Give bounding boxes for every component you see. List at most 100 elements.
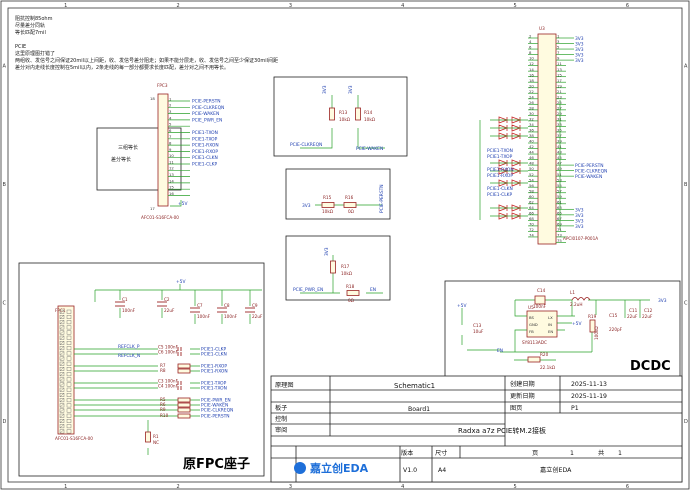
u3-pin-number: 18	[529, 78, 534, 83]
u3-pin-number: 73	[557, 233, 562, 238]
u5-part: SY8113ADC	[522, 340, 547, 345]
u3-net-label: 3V3	[575, 36, 584, 42]
fpc3-pin-number: 3	[169, 109, 172, 114]
power-net-label: 3V3	[322, 85, 328, 94]
series-resistor-ref: R10	[160, 413, 169, 418]
fpc1-pin-pad	[66, 387, 72, 392]
u3-pin-number: 13	[557, 67, 562, 72]
net-label: PCIE-CLKREQN	[290, 142, 322, 148]
dcdc-block: DCDC U5 SY8113ADC BS GND FB LX IN EN C14…	[444, 280, 681, 378]
board-name: Board1	[408, 406, 430, 413]
fpc1-pin-pad	[66, 419, 72, 423]
fpc1-net-label: PCIE1-RXOP	[201, 364, 227, 370]
fpc1-net-label: PCIE-PWR_EN	[201, 398, 231, 404]
fpc1-pin-hatch	[59, 351, 65, 356]
fpc3-net-label: PCIE1-RXON	[192, 143, 219, 149]
series-resistor-ref: R6	[160, 402, 166, 407]
fpc1-net-label: PCIE-PERSTN	[201, 414, 230, 420]
fpc1-pin-pad	[59, 419, 65, 423]
fpc1-net-label: PCIE1-CLKP	[201, 347, 227, 353]
fpc3-pin-number: 2	[169, 103, 172, 108]
u3-pin-number: 20	[529, 83, 534, 88]
u3-pin-number: 48	[529, 161, 534, 166]
l1-value: 2.2uH	[570, 302, 582, 307]
net-label: PCIE-WAKEN	[356, 146, 383, 152]
fpc1-pin-pad	[59, 361, 65, 366]
zone-column-label: 4	[401, 484, 404, 490]
fpc3-pin-number: 13	[169, 172, 174, 177]
fpc1-pin-pad	[59, 320, 65, 325]
fpc3-pin-number: 8	[169, 141, 172, 146]
fpc3-pin-number: 11	[169, 159, 174, 164]
fpc1-pin-hatch	[59, 377, 65, 382]
r19-value: 100kΩ	[594, 326, 599, 340]
fpc1-ref: FPC1	[55, 308, 66, 313]
zone-column-label: 1	[64, 484, 67, 490]
title-block: 原理图 Schematic1 板子 Board1 控制 审阅 创建日期 2025…	[270, 375, 683, 483]
u3-pin-number: 62	[529, 199, 534, 204]
series-resistor	[177, 368, 191, 374]
label-review: 审阅	[275, 426, 287, 434]
label-board: 板子	[275, 404, 287, 412]
fpc1-pin-pad	[59, 330, 65, 335]
fpc1-pin-hatch	[59, 393, 65, 397]
c12-value: 22uF	[642, 314, 653, 319]
c13-value: 10uF	[473, 329, 484, 334]
note-line: 这里原理图打错了	[15, 50, 55, 57]
fpc1-pin-pad	[66, 356, 72, 361]
fpc1-pin-pad	[66, 429, 72, 434]
cap-ref: C7	[197, 303, 203, 308]
u3-body	[537, 33, 557, 245]
fpc1-pin-pad	[66, 367, 72, 371]
cap-value: 100nF	[197, 314, 211, 319]
fpc3-connector: 三组等长 差分等长 FPC3 AFC01-S16FCA-00 123456789…	[96, 83, 224, 220]
r13-ref: R13	[339, 110, 348, 115]
label-created: 创建日期	[510, 380, 535, 388]
fpc1-pin-hatch	[59, 330, 65, 335]
r16-value: 0Ω	[348, 209, 355, 214]
size-value: A4	[438, 467, 446, 474]
fpc3-pin-number: 7	[169, 134, 172, 139]
u3-bus-wire	[479, 100, 561, 230]
fpc1-pin-pad	[66, 403, 72, 408]
cap-value: 100nF	[122, 308, 136, 313]
u3-net-label: 3V3	[575, 53, 584, 59]
fpc1-pin-hatch	[59, 403, 65, 408]
label-page: 图页	[510, 405, 522, 412]
fpc3-net-label: PCIE1-TXOP	[192, 136, 218, 142]
fpc1-pin-pad	[59, 403, 65, 408]
u3-net-label: 3V3	[575, 224, 584, 230]
zone-column-label: 2	[177, 484, 180, 490]
u3-pin-number: 16	[529, 72, 534, 77]
power-net-label: 3V3	[302, 203, 311, 209]
fpc1-pin-pad	[59, 372, 65, 377]
dcdc-label: DCDC	[630, 359, 671, 374]
zone-row-label: D	[3, 419, 7, 425]
fpc3-ref: FPC3	[157, 83, 168, 88]
u3-pin-number: 44	[529, 150, 534, 155]
fpc1-pin-pad	[66, 408, 72, 413]
series-resistor	[177, 413, 191, 419]
series-cap-ref: C5 100nF	[158, 345, 179, 350]
fpc3-net-label: PCIE1-TXON	[192, 130, 218, 136]
fpc1-pin-hatch	[59, 315, 65, 319]
fpc3-net-label: PCIE-WAKEN	[192, 111, 219, 117]
fpc1-body	[57, 305, 75, 435]
fpc1-net-label: PCIE1-CLKN	[201, 352, 227, 358]
c12-ref: C12	[644, 308, 653, 313]
fpc3-net-label: PCIE-PERSTN	[192, 99, 221, 105]
total-sheets: 1	[618, 450, 622, 457]
zone-column-label: 1	[64, 3, 67, 9]
label-sheet: 页	[532, 450, 538, 457]
r18-ref: R18	[346, 284, 355, 289]
cap-value: 22uF	[252, 314, 263, 319]
fpc1-pin-pad	[66, 320, 72, 325]
fpc1-pin-pad	[59, 356, 65, 361]
net-label: PCIE1-RXON	[487, 167, 514, 173]
c15-value: 220pF	[609, 327, 623, 332]
u3-net-label: 3V3	[575, 218, 584, 224]
fpc1-pin-hatch	[59, 408, 65, 413]
r15-ref: R15	[323, 195, 332, 200]
power-net-label: 3V3	[658, 298, 667, 304]
